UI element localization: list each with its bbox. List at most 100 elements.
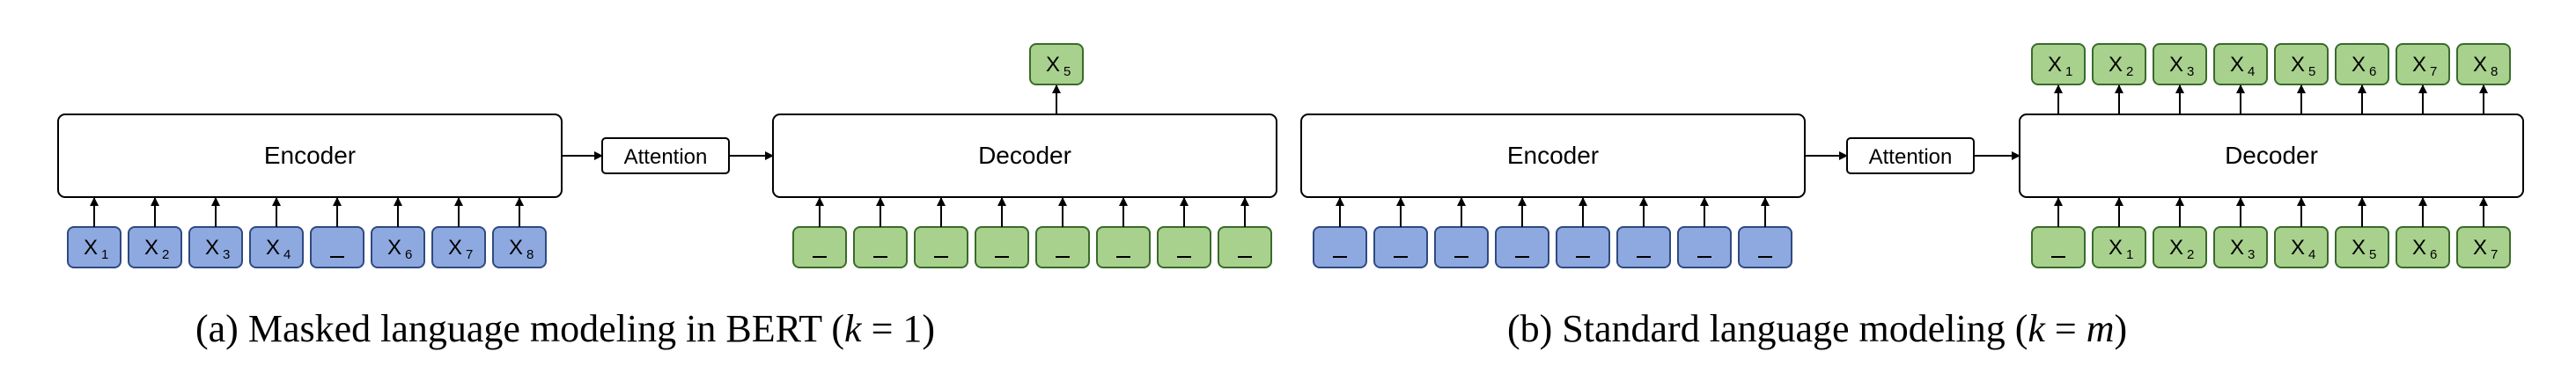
panel-b-decoder-input-1 — [2031, 226, 2086, 268]
panel-b-encoder-input-8-box — [1738, 226, 1792, 268]
panel-a-encoder-input-4-letter: X — [266, 236, 280, 260]
panel-a-decoder-input-3-box — [914, 226, 968, 268]
panel-a-decoder-label: Decoder — [978, 142, 1071, 169]
panel-b-decoder-input-7-subscript: 6 — [2430, 247, 2437, 262]
panel-a-caption: (a) Masked language modeling in BERT (k … — [195, 306, 935, 351]
panel-a-encoder-input-7-letter: X — [448, 236, 462, 260]
panel-b-decoder-output-5-letter: X — [2291, 53, 2305, 77]
panel-b-decoder-output-1-letter: X — [2048, 53, 2062, 77]
panel-a-decoder-input-8 — [1218, 226, 1272, 268]
panel-a-decoder-input-6-box — [1096, 226, 1151, 268]
panel-a-encoder-input-6-letter: X — [387, 236, 401, 260]
panel-b-attention-label: Attention — [1869, 145, 1953, 169]
panel-a-encoder-input-6-subscript: 6 — [405, 247, 412, 262]
panel-a-encoder-input-5-box — [310, 226, 364, 268]
panel-b-encoder-input-3-box — [1434, 226, 1489, 268]
panel-b-decoder-input-6-subscript: 5 — [2369, 247, 2376, 262]
panel-b-encoder-input-2 — [1373, 226, 1428, 268]
panel-a-caption-prefix: (a) Masked language modeling in BERT ( — [195, 307, 845, 350]
panel-a-decoder-input-7 — [1157, 226, 1211, 268]
panel-a-decoder-input-1-box — [792, 226, 847, 268]
panel-a-encoder-input-2-subscript: 2 — [162, 247, 169, 262]
panel-b-encoder-input-7 — [1677, 226, 1732, 268]
panel-b-encoder-input-4 — [1495, 226, 1549, 268]
panel-a-decoder-input-8-box — [1218, 226, 1272, 268]
panel-b-encoder-input-1-box — [1313, 226, 1367, 268]
panel-b-decoder-output-3-letter: X — [2169, 53, 2183, 77]
panel-b-caption-math2: m — [2086, 307, 2115, 350]
panel-b-decoder-input-2-subscript: 1 — [2126, 247, 2133, 262]
panel-b-caption-math: k — [2028, 307, 2045, 350]
panel-b-encoder-input-2-box — [1373, 226, 1428, 268]
panel-b-caption: (b) Standard language modeling (k = m) — [1507, 306, 2127, 351]
panel-b-decoder-output-3-subscript: 3 — [2187, 64, 2194, 79]
panel-b-decoder-input-4-letter: X — [2230, 236, 2244, 260]
panel-b-decoder-input-4-subscript: 3 — [2248, 247, 2255, 262]
panel-a-decoder-input-3 — [914, 226, 968, 268]
panel-b-decoder-input-3-subscript: 2 — [2187, 247, 2194, 262]
panel-a-decoder-input-5 — [1035, 226, 1090, 268]
panel-a-decoder-input-4-box — [975, 226, 1029, 268]
panel-b-encoder-input-6-box — [1616, 226, 1671, 268]
panel-b-decoder-output-4-subscript: 4 — [2248, 64, 2255, 79]
panel-b-decoder-output-2-subscript: 2 — [2126, 64, 2133, 79]
panel-b-decoder-input-8-letter: X — [2473, 236, 2487, 260]
panel-b-decoder-input-3-letter: X — [2169, 236, 2183, 260]
panel-b-caption-rest: ) — [2114, 307, 2128, 350]
panel-b-decoder-output-6-subscript: 6 — [2369, 64, 2376, 79]
panel-b-decoder-label: Decoder — [2225, 142, 2318, 169]
panel-a-encoder-input-4-subscript: 4 — [283, 247, 291, 262]
panel-b-decoder-input-2-letter: X — [2109, 236, 2123, 260]
panel-b-encoder-input-5 — [1556, 226, 1610, 268]
panel-a-encoder-input-1-subscript: 1 — [101, 247, 108, 262]
panel-b-decoder-input-8-subscript: 7 — [2491, 247, 2498, 262]
panel-a-encoder-input-2-letter: X — [144, 236, 158, 260]
panel-a-encoder-input-8-subscript: 8 — [526, 247, 534, 262]
panel-b-decoder-output-5-subscript: 5 — [2308, 64, 2315, 79]
panel-b-caption-eq: = — [2044, 307, 2087, 350]
panel-a-decoder-output-1-letter: X — [1046, 53, 1060, 77]
panel-a-encoder-input-1-letter: X — [84, 236, 98, 260]
panel-a-caption-math: k — [844, 307, 862, 350]
panel-b-decoder-input-6-letter: X — [2352, 236, 2366, 260]
panel-b-encoder-input-3 — [1434, 226, 1489, 268]
panel-b-decoder-output-4-letter: X — [2230, 53, 2244, 77]
panel-b-encoder-input-7-box — [1677, 226, 1732, 268]
panel-b-decoder-input-1-box — [2031, 226, 2086, 268]
panel-a-attention-label: Attention — [624, 145, 708, 169]
panel-a-decoder-output-1-subscript: 5 — [1064, 64, 1071, 79]
panel-a-encoder-input-8-letter: X — [509, 236, 523, 260]
panel-b-decoder-output-8-subscript: 8 — [2491, 64, 2498, 79]
panel-a-decoder-input-1 — [792, 226, 847, 268]
panel-b-decoder-input-5-subscript: 4 — [2308, 247, 2315, 262]
panel-b-caption-prefix: (b) Standard language modeling ( — [1507, 307, 2028, 350]
panel-b-encoder-input-4-box — [1495, 226, 1549, 268]
panel-a-decoder-input-6 — [1096, 226, 1151, 268]
panel-a-encoder-input-3-subscript: 3 — [223, 247, 230, 262]
panel-b-encoder-label: Encoder — [1507, 142, 1599, 169]
panel-b-decoder-input-5-letter: X — [2291, 236, 2305, 260]
panel-b-encoder-input-8 — [1738, 226, 1792, 268]
panel-a-decoder-input-4 — [975, 226, 1029, 268]
